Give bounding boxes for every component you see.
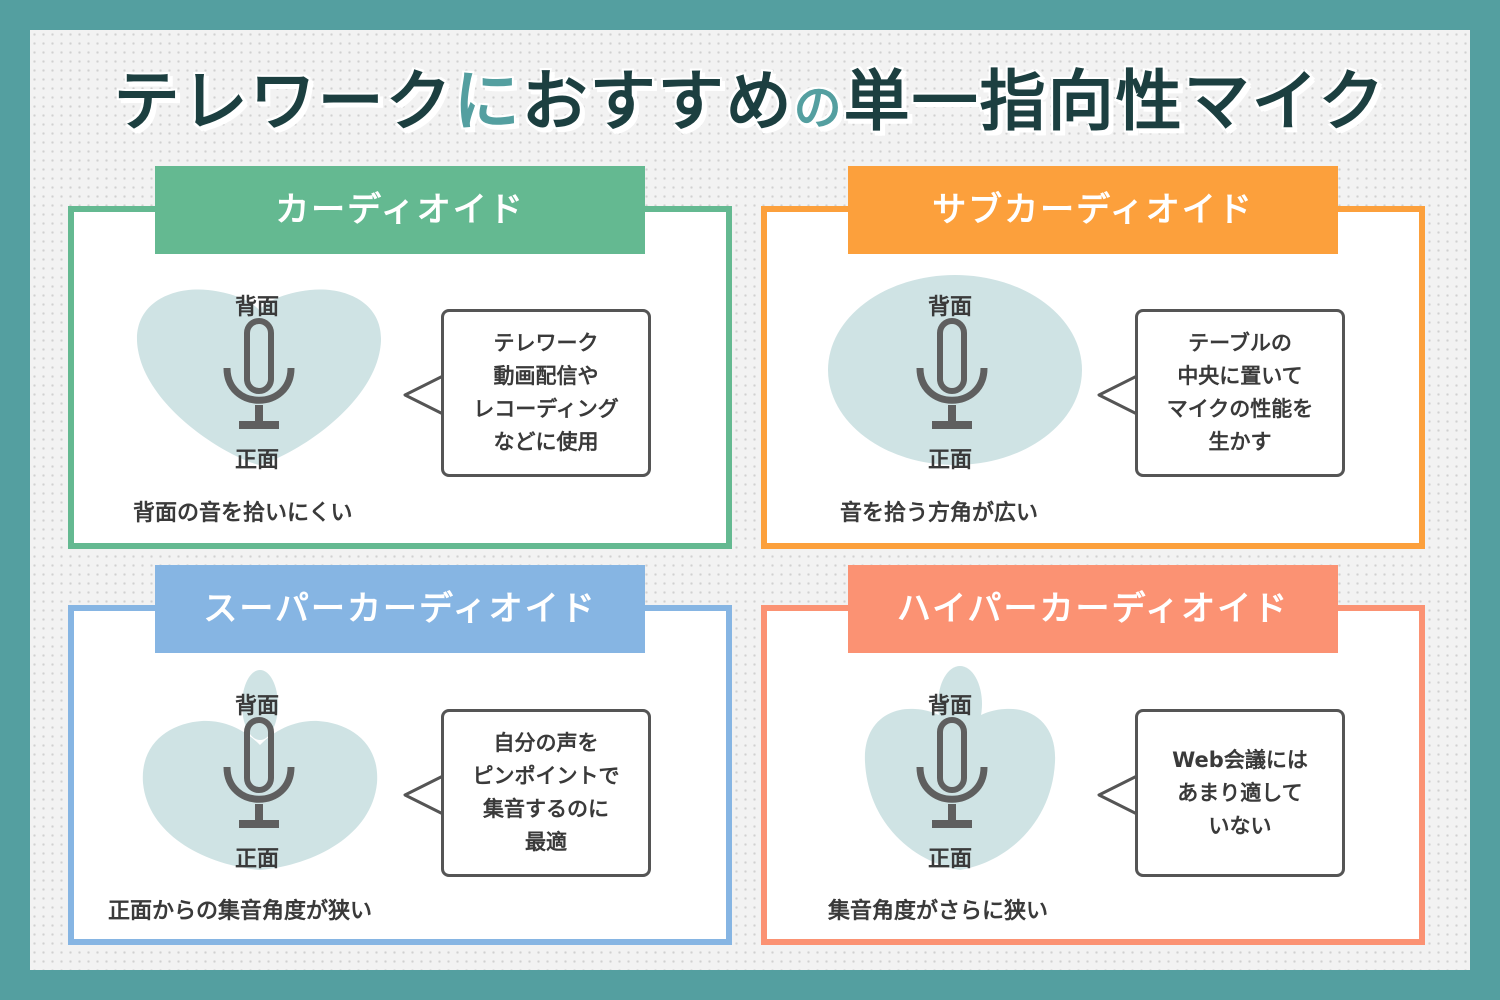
- back-label: 背面: [928, 694, 973, 719]
- bubble-tail: [403, 373, 446, 417]
- front-label: 正面: [235, 448, 280, 473]
- bubble-text: テレワーク 動画配信や レコーディング などに使用: [473, 331, 619, 454]
- title-part-2: に: [453, 63, 522, 140]
- card-cardioid-header: カーディオイド: [155, 166, 645, 254]
- card-subcardioid-bubble: テーブルの 中央に置いて マイクの性能を 生かす: [1135, 309, 1345, 477]
- microphone-icon: [223, 717, 295, 828]
- title-part-1: テレワーク: [113, 63, 454, 140]
- bubble-tail: [1097, 373, 1140, 417]
- card-hypercardioid-bubble: Web会議には あまり適して いない: [1135, 709, 1345, 877]
- title-part-5: 単一指向性マイク: [843, 63, 1387, 140]
- subcardioid-pattern: [828, 275, 1082, 465]
- title-part-4: の: [793, 80, 844, 136]
- back-label: 背面: [928, 295, 973, 320]
- card-cardioid-bubble: テレワーク 動画配信や レコーディング などに使用: [441, 309, 651, 477]
- front-label: 正面: [928, 847, 973, 872]
- microphone-icon: [916, 318, 988, 429]
- front-label: 正面: [235, 847, 280, 872]
- card-supercardioid-bubble: 自分の声を ピンポイントで 集音するのに 最適: [441, 709, 651, 877]
- back-label: 背面: [235, 694, 280, 719]
- bubble-text: テーブルの 中央に置いて マイクの性能を 生かす: [1166, 331, 1314, 454]
- cardioid-pattern: [136, 289, 382, 465]
- bubble-text: 自分の声を ピンポイントで 集音するのに 最適: [472, 731, 620, 854]
- bubble-tail: [403, 773, 446, 817]
- bubble-text: Web会議には あまり適して いない: [1172, 747, 1308, 838]
- front-label: 正面: [928, 448, 973, 473]
- bubble-tail: [1097, 773, 1140, 817]
- card-subcardioid-header: サブカーディオイド: [848, 166, 1338, 254]
- microphone-icon: [916, 717, 988, 828]
- title-part-3: おすすめ: [521, 63, 794, 140]
- card-subcardioid-caption: 音を拾う方角が広い: [840, 501, 1039, 526]
- back-label: 背面: [235, 295, 280, 320]
- page-title: テレワークにおすすめの単一指向性マイク: [0, 52, 1500, 152]
- card-hypercardioid-caption: 集音角度がさらに狭い: [828, 899, 1049, 924]
- card-supercardioid-header: スーパーカーディオイド: [155, 565, 645, 653]
- card-cardioid-caption: 背面の音を拾いにくい: [133, 501, 353, 526]
- card-supercardioid-caption: 正面からの集音角度が狭い: [108, 899, 373, 924]
- microphone-icon: [223, 318, 295, 429]
- card-hypercardioid-header: ハイパーカーディオイド: [848, 565, 1338, 653]
